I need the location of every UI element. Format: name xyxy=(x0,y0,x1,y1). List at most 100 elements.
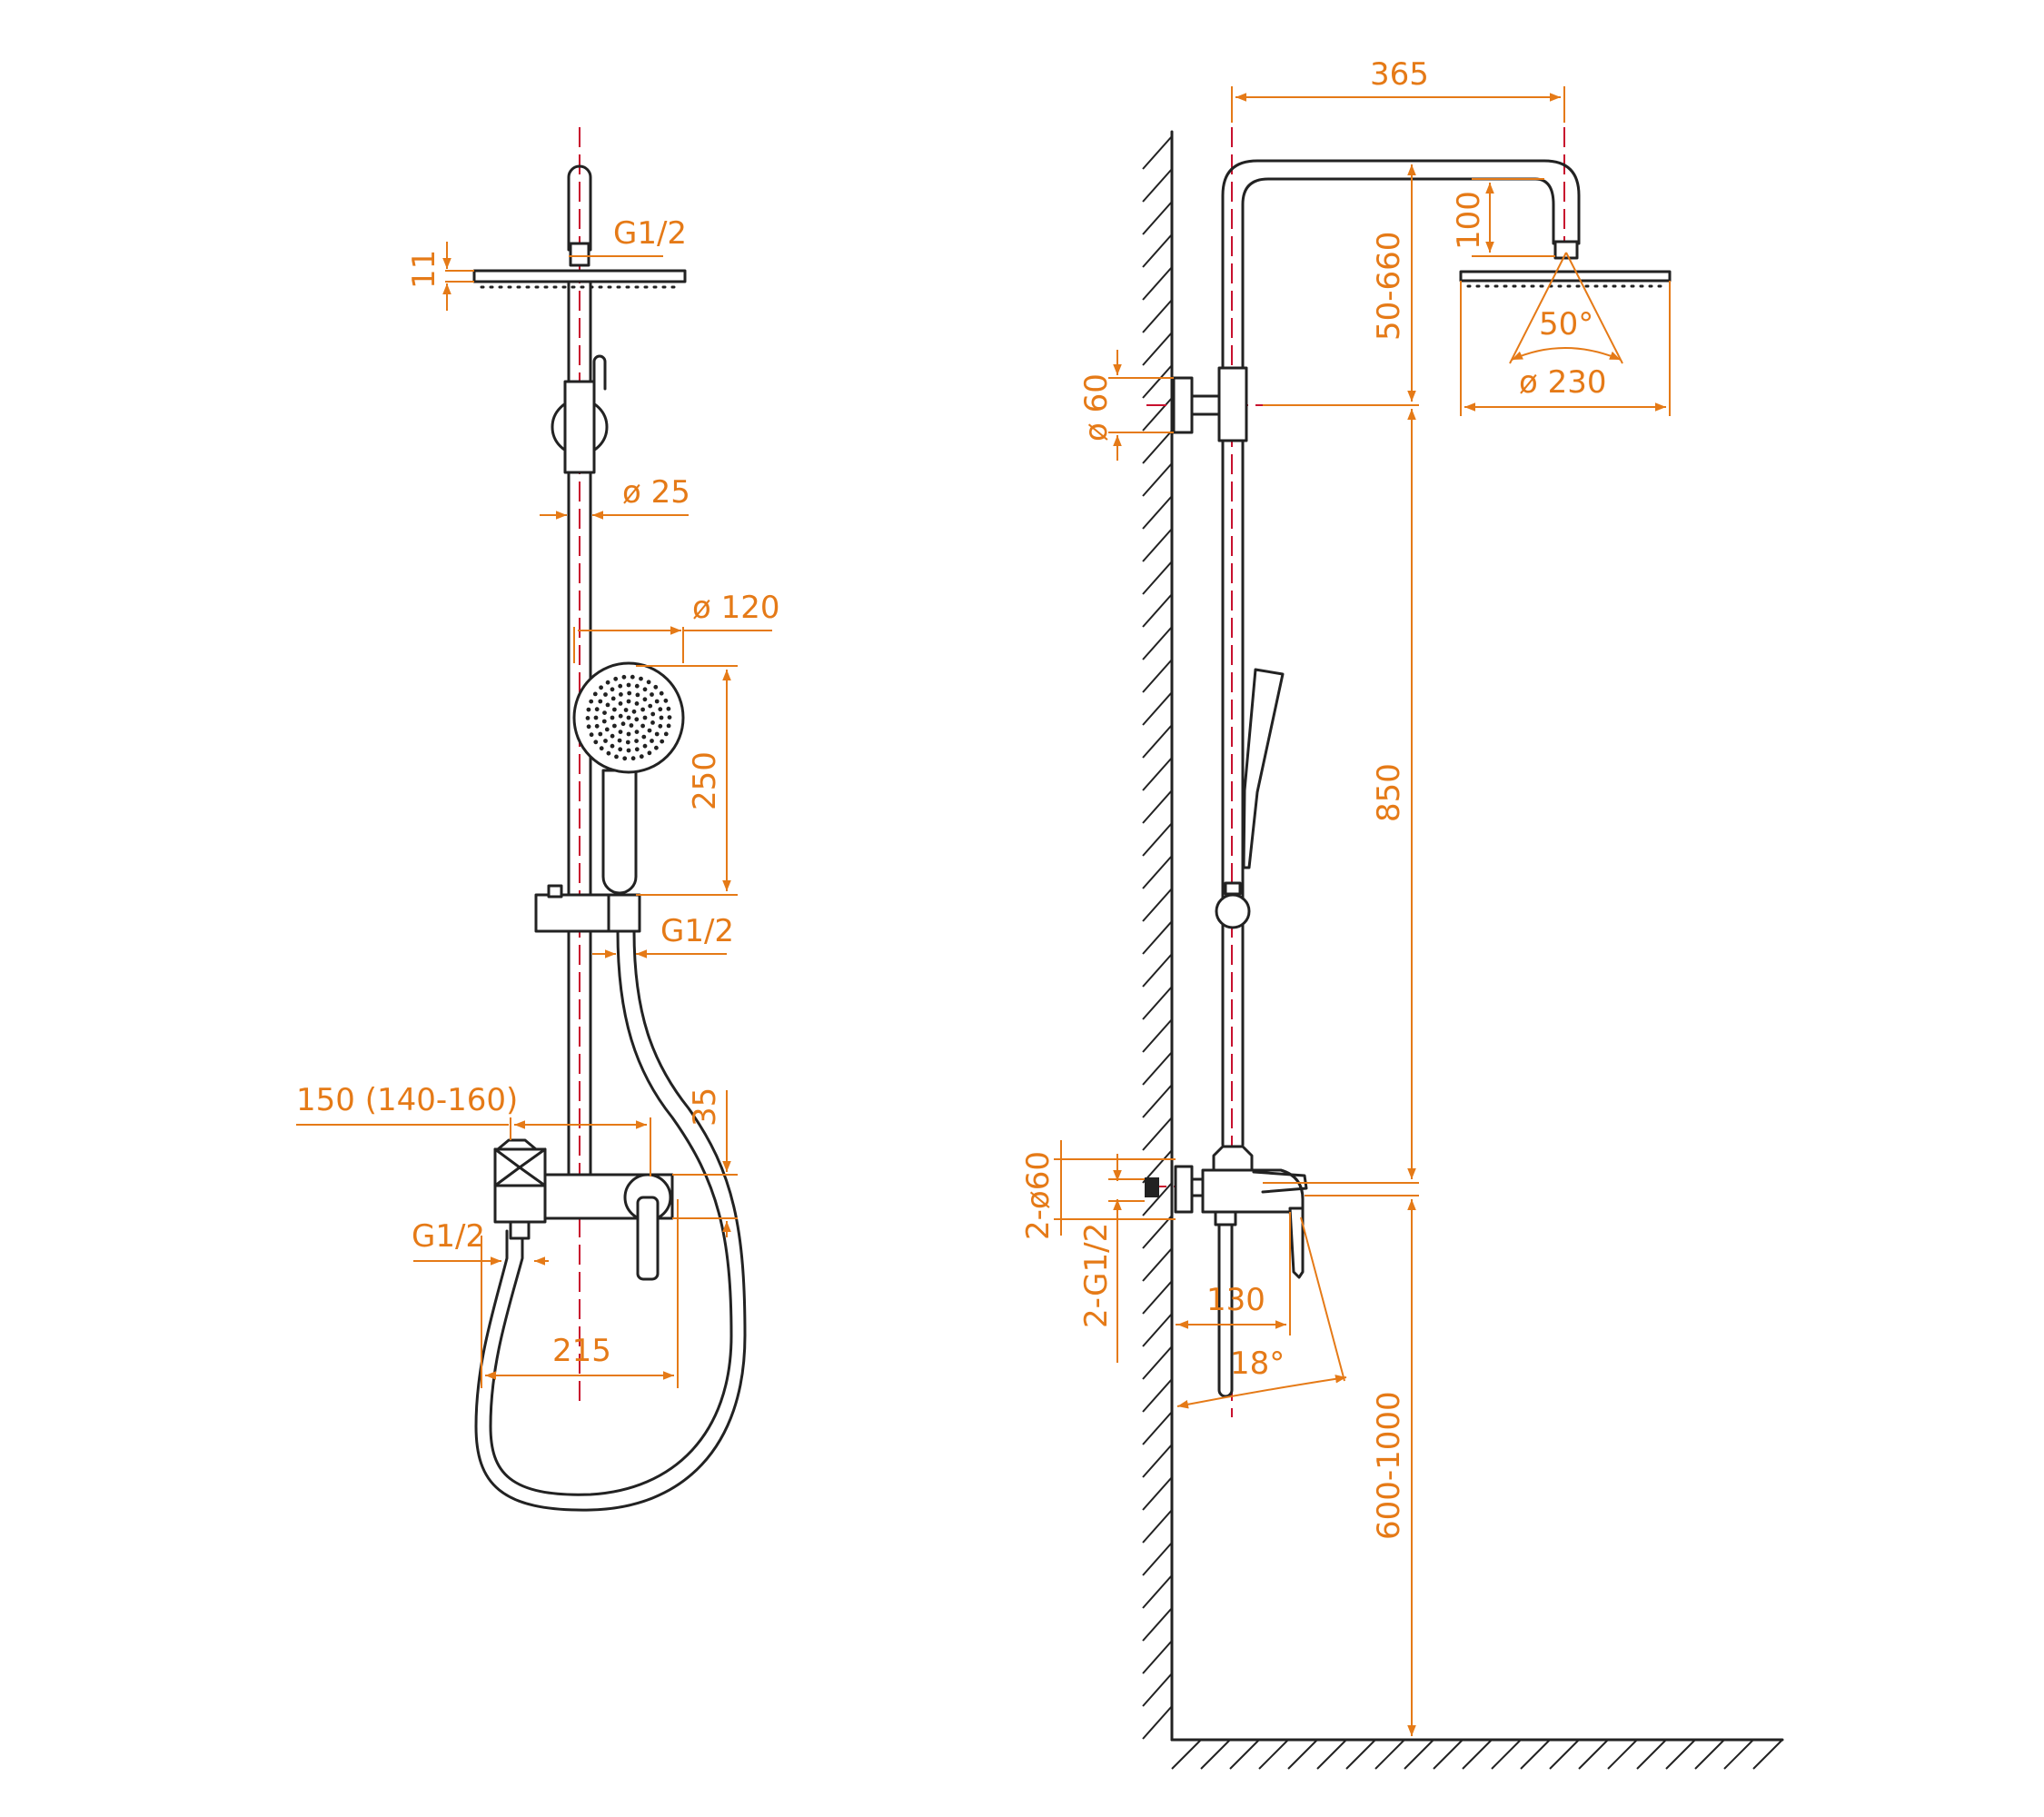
floor-hatch-line xyxy=(1374,1739,1405,1770)
dim-front-hand-length: 250 xyxy=(636,665,738,896)
spray-nozzle xyxy=(663,698,669,703)
wall-hatch-line xyxy=(1142,1182,1173,1216)
spray-nozzle xyxy=(622,756,628,761)
spray-nozzle xyxy=(618,701,623,706)
wall-hatch-line xyxy=(1142,822,1173,857)
wall-hatch-line xyxy=(1142,1705,1173,1740)
spray-nozzle xyxy=(634,701,640,706)
spray-nozzle xyxy=(619,692,623,697)
floor-hatch-line xyxy=(1549,1739,1580,1770)
dim-side-spout-projection: 130 xyxy=(1176,1212,1291,1335)
front-hand-shower xyxy=(572,661,685,895)
wall-hatch-line xyxy=(1142,233,1173,268)
wall-hatch-line xyxy=(1142,1509,1173,1544)
wall-hatch-line xyxy=(1142,626,1173,660)
spray-nozzle xyxy=(610,715,615,720)
wall-hatch-line xyxy=(1142,397,1173,432)
spray-nozzle xyxy=(598,731,603,737)
front-hose xyxy=(474,929,747,1512)
label-side-head-diameter: ø 230 xyxy=(1519,364,1607,401)
wall-hatch-line xyxy=(1142,1673,1173,1707)
dim-front-mixer-width: 215 xyxy=(481,1199,679,1388)
wall-hatch-line xyxy=(1142,986,1173,1020)
spray-nozzle xyxy=(618,713,623,719)
wall-hatch-line xyxy=(1142,1051,1173,1086)
spray-nozzle xyxy=(603,692,608,697)
label-side-lever-angle: 18° xyxy=(1230,1345,1285,1382)
floor-hatch-line xyxy=(1258,1739,1289,1770)
spray-nozzle xyxy=(623,708,629,712)
spray-nozzle xyxy=(640,707,645,712)
spray-nozzle xyxy=(594,707,600,712)
wall-hatch-line xyxy=(1142,888,1173,922)
spray-nozzle xyxy=(634,683,640,689)
wall-hatch-line xyxy=(1142,135,1173,170)
label-front-mixer-height: 35 xyxy=(687,1087,723,1127)
spray-nozzle xyxy=(585,716,590,720)
spray-nozzle xyxy=(626,699,631,704)
wall-hatch-line xyxy=(1142,1247,1173,1282)
wall-hatch-line xyxy=(1142,1574,1173,1609)
wall-hatch-line xyxy=(1142,953,1173,988)
spray-nozzle xyxy=(620,721,626,727)
spray-nozzle xyxy=(610,687,615,692)
label-side-head-drop: 100 xyxy=(1451,191,1487,250)
spray-nozzle xyxy=(642,715,648,720)
dim-front-g12-top: G1/2 xyxy=(569,215,687,257)
label-side-arm-reach: 365 xyxy=(1370,56,1429,93)
wall-hatch-line xyxy=(1142,1117,1173,1151)
spray-nozzle xyxy=(605,702,610,708)
spray-nozzle xyxy=(650,711,656,717)
side-overhead-head xyxy=(1459,240,1672,288)
side-view: 365 100 50-660 50° ø 230 xyxy=(1020,56,1784,1770)
wall-hatch-line xyxy=(1142,168,1173,203)
wall-hatch-line xyxy=(1142,920,1173,955)
spray-nozzle xyxy=(660,739,665,744)
spray-nozzle xyxy=(640,723,645,729)
dim-side-lever-angle: 18° xyxy=(1176,1216,1347,1409)
label-side-inlet: 2-G1/2 xyxy=(1078,1223,1115,1328)
label-front-g12-inlet: G1/2 xyxy=(412,1218,485,1255)
label-front-hand-diameter: ø 120 xyxy=(692,590,780,626)
wall-hatch-line xyxy=(1142,724,1173,759)
label-front-center-distance: 150 (140-160) xyxy=(296,1082,518,1118)
wall-hatch-line xyxy=(1142,561,1173,595)
spray-nozzle xyxy=(642,687,648,692)
front-head-connector xyxy=(569,242,590,267)
spray-nozzle xyxy=(593,740,599,745)
hand-shower-spray-dots xyxy=(585,674,672,761)
spray-nozzle xyxy=(629,723,634,728)
spray-nozzle xyxy=(666,706,671,711)
front-slider-holder xyxy=(534,884,641,933)
spray-nozzle xyxy=(639,676,643,681)
floor-hatch-line xyxy=(1462,1739,1493,1770)
spray-nozzle xyxy=(612,707,617,712)
spray-nozzle xyxy=(621,674,627,680)
spray-nozzle xyxy=(614,754,619,760)
wall-hatch-line xyxy=(1142,462,1173,497)
wall-hatch-line xyxy=(1142,266,1173,301)
label-front-g12-holder: G1/2 xyxy=(660,913,734,949)
spray-nozzle xyxy=(612,723,617,729)
floor-hatch-line xyxy=(1578,1739,1609,1770)
floor-hatch-line xyxy=(1694,1739,1725,1770)
floor-hatch-line xyxy=(1171,1739,1202,1770)
floor-hatch-line xyxy=(1404,1739,1434,1770)
side-floor xyxy=(1170,1738,1784,1770)
floor-hatch-line xyxy=(1316,1739,1347,1770)
spray-nozzle xyxy=(646,680,651,685)
label-front-head-thickness: 11 xyxy=(406,250,442,289)
spray-nozzle xyxy=(667,715,672,720)
spray-nozzle xyxy=(589,699,594,704)
spray-nozzle xyxy=(654,731,660,737)
wall-hatch-line xyxy=(1142,1280,1173,1315)
dim-front-center-distance: 150 (140-160) xyxy=(296,1082,651,1177)
spray-nozzle xyxy=(659,715,664,720)
spray-nozzle xyxy=(604,727,610,732)
dim-front-rail-diameter: ø 25 xyxy=(540,474,690,520)
wall-hatch-line xyxy=(1142,1476,1173,1511)
spray-nozzle xyxy=(610,696,616,701)
spray-nozzle xyxy=(594,723,600,729)
label-side-rail-length: 850 xyxy=(1371,763,1407,822)
spray-nozzle xyxy=(626,731,631,737)
